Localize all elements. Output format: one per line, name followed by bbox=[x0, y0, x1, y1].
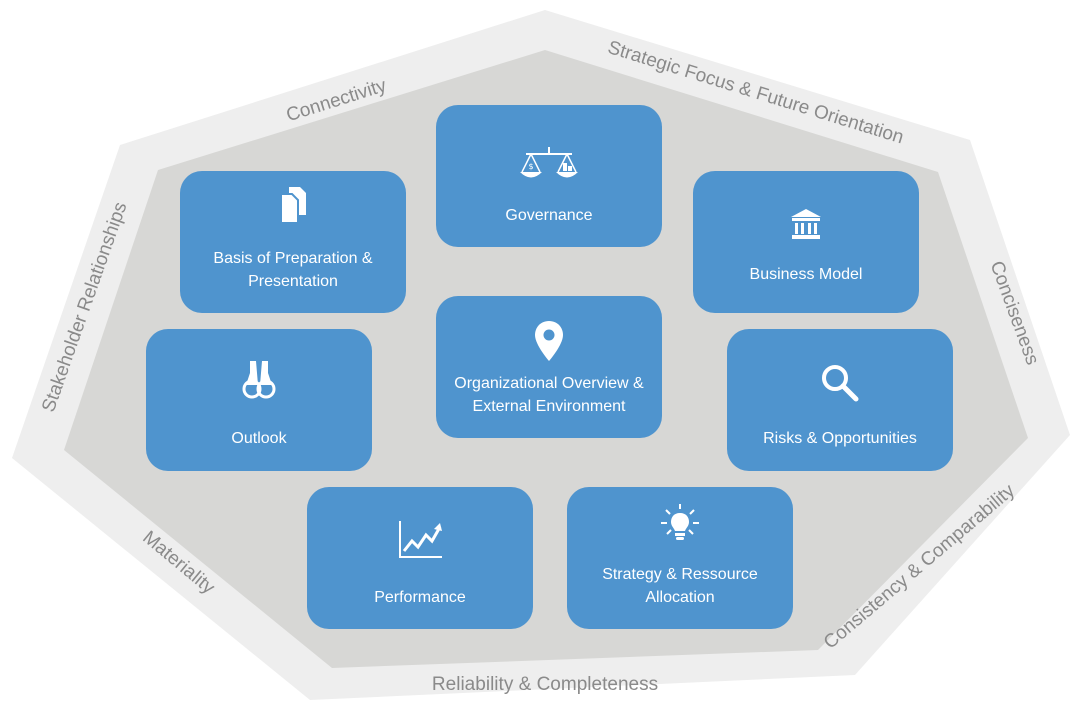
tile-business-model[interactable]: Business Model bbox=[693, 171, 919, 313]
svg-text:$: $ bbox=[528, 162, 533, 171]
tile-risks-opportunities[interactable]: Risks & Opportunities bbox=[727, 329, 953, 471]
tile-label: Performance bbox=[374, 589, 466, 606]
tile-label: Business Model bbox=[749, 266, 863, 283]
tile-governance[interactable]: $ Governance bbox=[436, 105, 662, 247]
bank-icon bbox=[693, 207, 919, 241]
scales-icon: $ bbox=[436, 145, 662, 185]
tile-outlook[interactable]: Outlook bbox=[146, 329, 372, 471]
magnifier-icon bbox=[727, 363, 953, 403]
principle-reliability: Reliability & Completeness bbox=[432, 674, 658, 695]
tile-strategy-allocation[interactable]: Strategy & Ressource Allocation bbox=[567, 487, 793, 629]
tile-performance[interactable]: Performance bbox=[307, 487, 533, 629]
line-chart-icon bbox=[307, 519, 533, 561]
documents-icon bbox=[180, 185, 406, 225]
map-pin-icon bbox=[436, 320, 662, 362]
tile-label: Risks & Opportunities bbox=[763, 430, 917, 447]
tile-label: Organizational Overview & External Envir… bbox=[454, 375, 644, 415]
tile-label: Governance bbox=[505, 207, 593, 224]
binoculars-icon bbox=[146, 359, 372, 401]
tile-label: Outlook bbox=[231, 430, 287, 447]
lightbulb-icon bbox=[567, 503, 793, 543]
tile-organizational-overview[interactable]: Organizational Overview & External Envir… bbox=[436, 296, 662, 438]
tile-label: Basis of Preparation & Presentation bbox=[213, 250, 373, 290]
tile-label: Strategy & Ressource Allocation bbox=[602, 566, 758, 606]
tile-basis-of-preparation[interactable]: Basis of Preparation & Presentation bbox=[180, 171, 406, 313]
